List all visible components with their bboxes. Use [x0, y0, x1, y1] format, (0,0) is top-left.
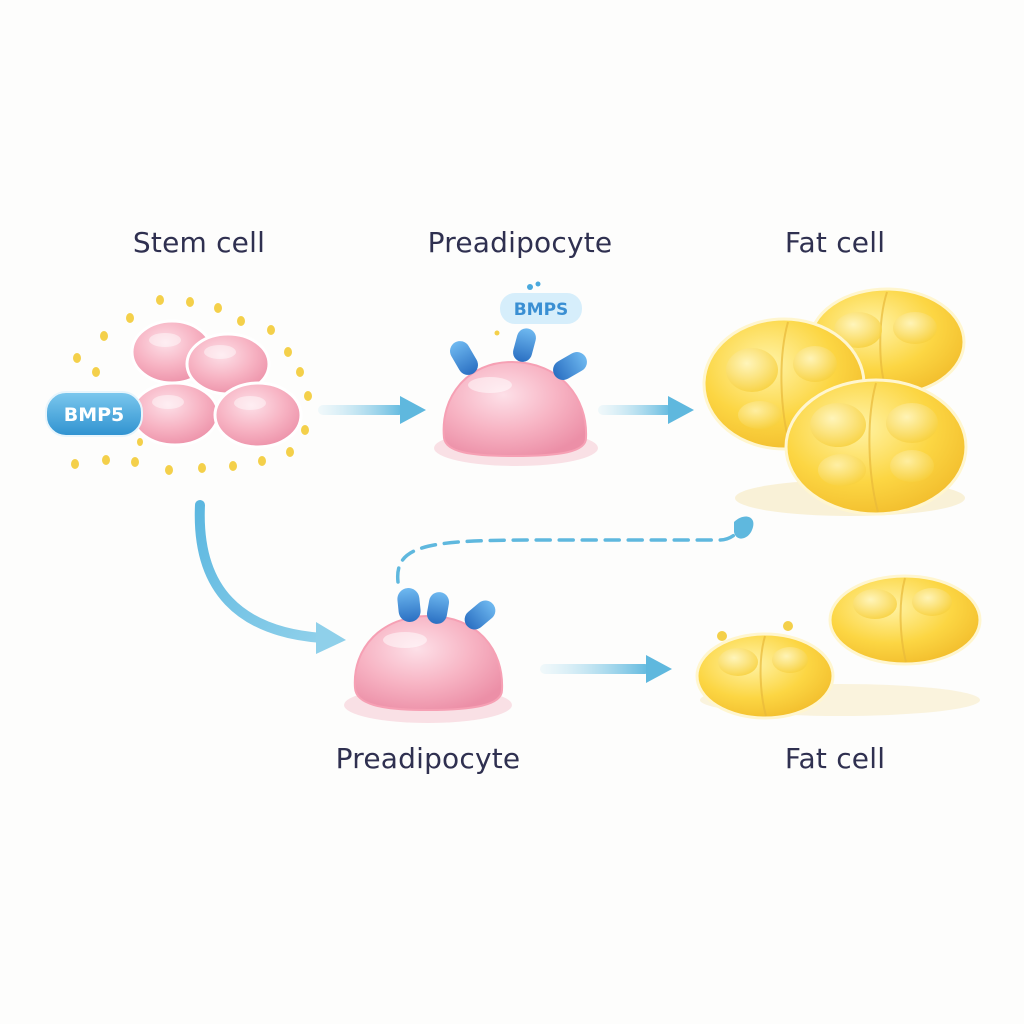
bmp5-badge: BMP5 [45, 391, 143, 437]
receptor-icon [450, 328, 587, 380]
stem-cell-cluster: BMP5 [45, 295, 312, 475]
bmps-badge: BMPS [494, 281, 582, 336]
curved-arrow-icon [194, 500, 346, 654]
bmp5-badge-label: BMP5 [64, 404, 125, 426]
signal-dots [71, 295, 312, 475]
bmps-badge-label: BMPS [514, 300, 569, 320]
fat-cell [784, 378, 968, 516]
stem-cell [130, 381, 220, 447]
fat-cell-group-bottom [695, 574, 982, 720]
fat-cell-bottom-label: Fat cell [784, 742, 886, 775]
fat-cell-group-top [702, 287, 968, 516]
stem-cell-label: Stem cell [132, 226, 266, 259]
preadipocyte-top-label: Preadipocyte [427, 226, 613, 259]
fat-cell [695, 621, 835, 720]
fat-cell [828, 574, 982, 666]
arrow-right-icon [598, 396, 694, 424]
fat-cell-top-label: Fat cell [784, 226, 886, 259]
receptor-icon [397, 588, 496, 630]
preadipocyte-bottom-label: Preadipocyte [335, 742, 521, 775]
arrow-right-icon [540, 655, 672, 683]
preadipocyte-bottom [344, 588, 512, 723]
preadipocyte-top: BMPS [434, 281, 598, 466]
stem-cell [213, 381, 303, 449]
dashed-curved-arrow-icon [396, 516, 754, 584]
arrow-right-icon [318, 396, 426, 424]
